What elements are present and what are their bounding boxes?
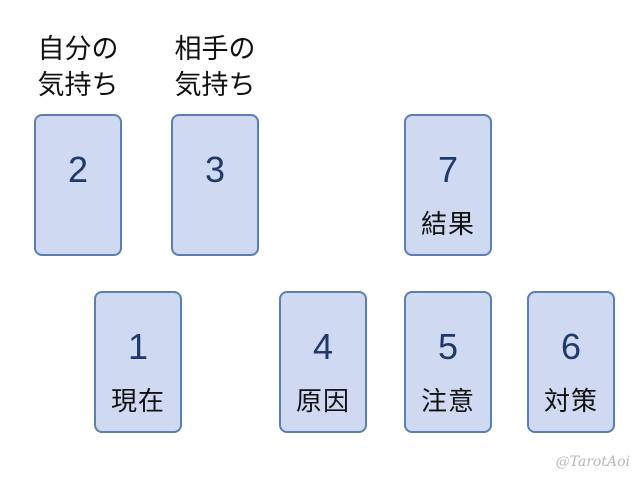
card-7-result: 7 結果 [404,114,492,256]
watermark: @TarotAoi [555,454,630,470]
card-5-caution: 5 注意 [404,291,492,433]
card-1-number: 1 [127,326,149,367]
top-label-own-feelings-line1: 自分の [37,34,119,65]
top-label-own-feelings-line2: 気持ち [37,70,119,101]
card-6-label: 対策 [543,387,598,417]
card-4-number: 4 [312,326,334,367]
card-1-label: 現在 [110,387,165,417]
card-4-label: 原因 [295,387,350,417]
card-7-number: 7 [437,149,459,190]
card-1-present: 1 現在 [94,291,182,433]
card-5-label: 注意 [420,387,475,417]
card-6-number: 6 [560,326,582,367]
card-2-number: 2 [67,149,89,190]
top-label-partner-feelings: 相手の 気持ち [160,32,270,104]
top-label-own-feelings: 自分の 気持ち [23,32,133,104]
card-3-number: 3 [204,149,226,190]
card-3: 3 [171,114,259,256]
card-4-cause: 4 原因 [279,291,367,433]
top-label-partner-feelings-line1: 相手の [174,34,256,65]
card-6-countermeasure: 6 対策 [527,291,615,433]
top-label-partner-feelings-line2: 気持ち [174,70,256,101]
card-2: 2 [34,114,122,256]
card-5-number: 5 [437,326,459,367]
card-7-label: 結果 [420,210,475,240]
